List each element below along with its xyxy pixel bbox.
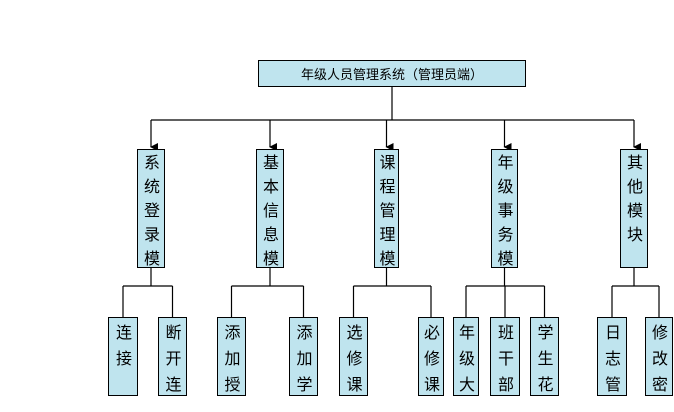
module-node: 课程管理模块 <box>374 149 399 268</box>
module-label: 系统登录模块 <box>144 153 161 268</box>
leaf-node: 添加学生 <box>289 317 318 396</box>
leaf-label: 选修课程 <box>346 323 363 394</box>
leaf-node: 班干部名 <box>490 317 520 396</box>
module-node: 其他模块 <box>620 149 648 268</box>
leaf-label: 连接 <box>116 323 133 368</box>
leaf-node: 年级大事 <box>453 317 479 396</box>
leaf-label: 添加授课 <box>224 323 241 394</box>
leaf-label: 添加学生 <box>296 323 313 394</box>
module-node: 年级事务模块 <box>491 149 518 268</box>
root-label: 年级人员管理系统（管理员端） <box>300 68 483 83</box>
leaf-node: 连接 <box>108 317 138 396</box>
leaf-node: 日志管理 <box>597 317 627 396</box>
leaf-label: 日志管理 <box>605 323 622 394</box>
leaf-label: 班干部名 <box>498 323 515 394</box>
module-node: 系统登录模块 <box>137 149 165 268</box>
leaf-node: 学生花名 <box>530 317 559 396</box>
leaf-node: 断开连接 <box>158 317 187 396</box>
leaf-label: 修改密码 <box>652 323 669 394</box>
leaf-label: 必修课程 <box>424 323 441 394</box>
leaf-node: 修改密码 <box>645 317 673 396</box>
root-node: 年级人员管理系统（管理员端） <box>258 60 526 87</box>
module-label: 其他模块 <box>627 153 644 244</box>
module-label: 基本信息模块 <box>263 153 280 268</box>
module-label: 课程管理模块 <box>379 153 396 268</box>
leaf-node: 选修课程 <box>339 317 368 396</box>
leaf-node: 添加授课 <box>217 317 246 396</box>
leaf-label: 年级大事 <box>459 323 476 394</box>
leaf-label: 断开连接 <box>165 323 182 394</box>
leaf-node: 必修课程 <box>418 317 444 396</box>
module-node: 基本信息模块 <box>256 149 284 268</box>
leaf-label: 学生花名 <box>537 323 554 394</box>
module-label: 年级事务模块 <box>497 153 514 268</box>
